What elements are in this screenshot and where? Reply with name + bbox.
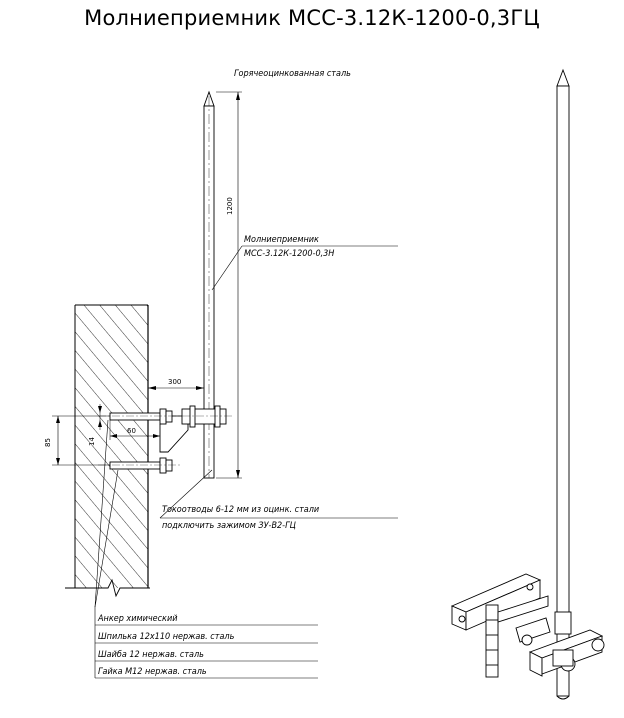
material-label: Горячеоцинкованная сталь bbox=[234, 69, 351, 79]
part-washer: Шайба 12 нержав. сталь bbox=[98, 650, 204, 660]
wall-section bbox=[65, 304, 150, 598]
dimension-small-value: 14 bbox=[88, 437, 96, 446]
isometric-view bbox=[450, 68, 605, 700]
dimension-height bbox=[52, 415, 110, 466]
dimension-offset-value: 300 bbox=[168, 378, 182, 386]
upper-bolt-assembly bbox=[98, 405, 232, 453]
rod-label-line1: Молниеприемник bbox=[244, 235, 319, 245]
dimension-rod-length-value: 1200 bbox=[226, 197, 234, 215]
dimension-rod-length bbox=[216, 91, 242, 479]
leader-lines bbox=[94, 245, 398, 679]
part-anchor: Анкер химический bbox=[98, 614, 178, 624]
dimension-offset bbox=[148, 386, 204, 390]
dimension-height-value: 85 bbox=[44, 438, 52, 447]
dimension-bolt-spacing-value: 60 bbox=[127, 427, 136, 435]
downconductor-label-line2: подключить зажимом ЗУ-В2-ГЦ bbox=[162, 521, 296, 531]
dimension-small bbox=[98, 404, 102, 430]
dimension-bolt-spacing bbox=[109, 420, 160, 440]
downconductor-label-line1: Токоотводы 6-12 мм из оцинк. стали bbox=[162, 505, 320, 515]
rod-label-line2: МСС-3.12К-1200-0,3Н bbox=[244, 249, 335, 259]
rod-side-view bbox=[203, 90, 215, 479]
lower-bolt-assembly bbox=[98, 457, 180, 474]
drawing-title: Молниеприемник МСС-3.12К-1200-0,3ГЦ bbox=[84, 6, 540, 30]
part-nut: Гайка М12 нержав. сталь bbox=[98, 667, 207, 677]
part-stud: Шпилька 12х110 нержав. сталь bbox=[98, 632, 235, 642]
